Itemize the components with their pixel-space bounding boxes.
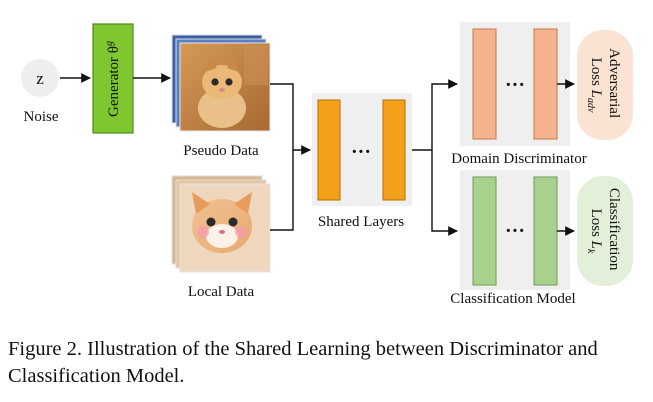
- discriminator-layer-1: [472, 28, 497, 140]
- classification-loss-text: Classification Loss Lk: [585, 188, 622, 274]
- local-to-shared-connector: [270, 150, 294, 231]
- classification-model-block: ···: [460, 170, 570, 290]
- classifier-layer-2: [533, 176, 558, 286]
- local-data-label: Local Data: [188, 284, 255, 300]
- local-data-image: [171, 175, 271, 273]
- adversarial-loss-box: Adversarial Loss Ladv: [577, 30, 633, 140]
- shared-layers-block: ···: [312, 93, 412, 206]
- shared-layers-label: Shared Layers: [318, 214, 404, 230]
- figure-caption: Figure 2. Illustration of the Shared Lea…: [8, 338, 598, 387]
- classifier-layer-1: [472, 176, 497, 286]
- pseudo-to-shared-connector: [270, 83, 311, 155]
- shared-ellipsis: ···: [351, 141, 371, 163]
- classification-loss-box: Classification Loss Lk: [577, 176, 633, 286]
- pseudo-data-label: Pseudo Data: [183, 143, 259, 159]
- discriminator-ellipsis: ···: [505, 74, 525, 96]
- domain-discriminator-block: ···: [460, 22, 570, 146]
- domain-discriminator-label: Domain Discriminator: [451, 151, 586, 167]
- generator-block: Generator θg: [92, 23, 134, 134]
- noise-symbol: z: [36, 69, 44, 88]
- classification-model-label: Classification Model: [450, 291, 575, 307]
- pseudo-data-image: [171, 34, 271, 132]
- generator-rect: [92, 23, 134, 134]
- shared-layer-2: [382, 99, 406, 201]
- adversarial-loss-text: Adversarial Loss Ladv: [585, 48, 622, 122]
- noise-circle: [21, 59, 59, 97]
- shared-layer-1: [317, 99, 341, 201]
- noise-node: z Noise: [21, 59, 59, 125]
- classifier-ellipsis: ···: [505, 220, 525, 242]
- discriminator-layer-2: [533, 28, 558, 140]
- generator-label: Generator θg: [104, 41, 122, 117]
- shared-to-discriminator-connector: [412, 79, 458, 151]
- shared-to-classifier-connector: [431, 150, 458, 236]
- noise-label: Noise: [24, 109, 59, 125]
